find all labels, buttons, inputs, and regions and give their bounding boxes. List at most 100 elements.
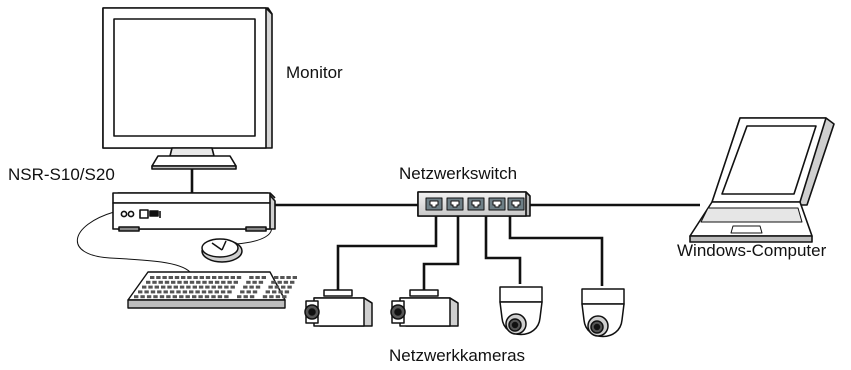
keyboard-key [236, 276, 242, 279]
recorder-label: NSR-S10/S20 [8, 165, 115, 184]
keyboard-key [211, 285, 216, 289]
keyboard-key [189, 290, 194, 294]
keyboard-key [192, 285, 197, 289]
keyboard-key [193, 276, 198, 279]
keyboard-key [198, 295, 203, 299]
keyboard-key [153, 295, 158, 299]
monitor-label: Monitor [286, 63, 343, 82]
keyboard-key [182, 290, 188, 294]
keyboard-key [220, 290, 226, 294]
line-switch-camera-3 [484, 216, 522, 284]
keyboard-key [150, 290, 156, 294]
keyboard-key [218, 276, 223, 279]
keyboard-key [255, 276, 260, 279]
keyboard-key [181, 276, 186, 279]
keyboard-key [157, 290, 162, 294]
keyboard-key [283, 280, 289, 284]
keyboard-key [227, 290, 232, 294]
laptop-icon [689, 117, 835, 243]
keyboard-key [246, 280, 251, 284]
keyboard-key [168, 276, 173, 279]
keyboard-key [240, 290, 245, 294]
keyboard-key [152, 280, 157, 284]
keyboard-key [284, 290, 290, 294]
switch-ports [425, 197, 525, 211]
keyboard-key [134, 295, 139, 299]
keyboard-key [159, 295, 165, 299]
keyboard-key [274, 285, 280, 289]
keyboard-key [185, 295, 190, 299]
keyboard-key [287, 285, 292, 289]
keyboard-key [286, 276, 291, 279]
keyboard-key [177, 280, 182, 284]
box-camera-icon [304, 289, 373, 327]
keyboard-key [221, 280, 226, 284]
keyboard-key [199, 276, 204, 279]
keyboard-key [262, 295, 268, 299]
monitor-icon [102, 7, 273, 170]
keyboard-key [255, 285, 261, 289]
keyboard-key [172, 295, 177, 299]
keyboard-key [243, 285, 248, 289]
keyboard-key [243, 295, 248, 299]
keyboard-key [290, 280, 295, 284]
keyboard-key [208, 290, 213, 294]
keyboard-key [146, 280, 151, 284]
keyboard-key [277, 280, 282, 284]
keyboard-key [205, 285, 210, 289]
dome-camera-icon [499, 286, 543, 336]
keyboard-key [252, 290, 258, 294]
keyboard-key [201, 290, 207, 294]
keyboard-key [163, 290, 168, 294]
keyboard-key [202, 280, 207, 284]
connection-lines [190, 166, 700, 290]
keyboard-key [269, 295, 274, 299]
keyboard-key [227, 280, 232, 284]
cameras-label: Netzwerkkameras [389, 346, 526, 365]
keyboard-key [230, 285, 235, 289]
line-switch-camera-1 [336, 216, 438, 290]
keyboard-key [205, 276, 211, 279]
keyboard-key [268, 285, 273, 289]
keyboard-key [292, 276, 297, 279]
keyboard-key [217, 295, 223, 299]
keyboard-key [281, 285, 286, 289]
network-switch-icon [417, 191, 531, 217]
keyboard-key [208, 280, 213, 284]
keyboard-key [174, 276, 180, 279]
keyboard-key [189, 280, 195, 284]
keyboard-key [211, 295, 216, 299]
keyboard-key [162, 276, 167, 279]
keyboard-key [278, 290, 283, 294]
recorder-icon [112, 192, 276, 232]
keyboard-key [258, 280, 264, 284]
keyboard-key [140, 295, 145, 299]
keyboard-key [156, 276, 161, 279]
keyboard-key [249, 285, 254, 289]
keyboard-key [252, 280, 257, 284]
mouse-icon [201, 238, 243, 263]
keyboard-key [224, 285, 229, 289]
keyboard-cable [77, 211, 191, 273]
keyboard-key [249, 276, 254, 279]
keyboard-key [224, 295, 229, 299]
keyboard-key [142, 285, 147, 289]
keyboard-key [246, 290, 251, 294]
keyboard-key [275, 295, 281, 299]
keyboard-key [150, 276, 155, 279]
keyboard-key [271, 280, 276, 284]
switch-label: Netzwerkswitch [399, 164, 518, 183]
keyboard-key [237, 295, 242, 299]
keyboard-key [144, 290, 149, 294]
keyboard-key [173, 285, 178, 289]
computer-label: Windows-Computer [677, 241, 827, 260]
box-camera-icon [390, 289, 459, 327]
keyboard-key [167, 285, 172, 289]
keyboard-key [214, 280, 220, 284]
keyboard-key [224, 276, 229, 279]
keyboard-key [192, 295, 197, 299]
keyboard-key [249, 295, 255, 299]
keyboard-key [161, 285, 166, 289]
keyboard-key [214, 290, 219, 294]
